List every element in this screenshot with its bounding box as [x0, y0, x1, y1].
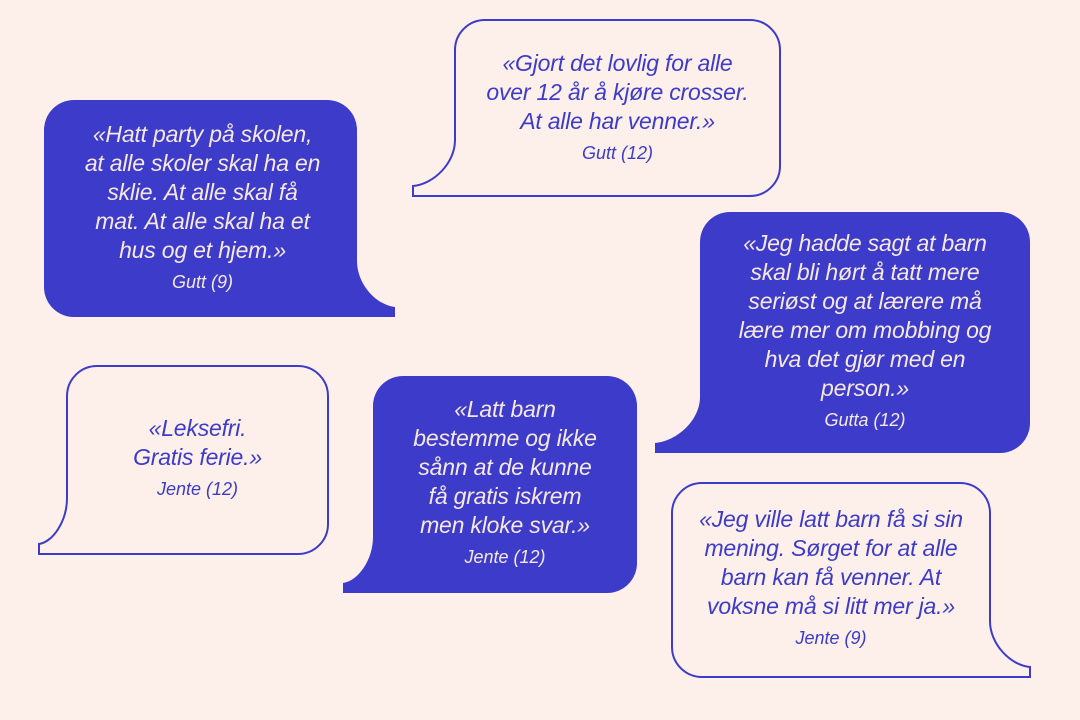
- speech-bubble-shape: [671, 482, 1031, 678]
- quote-text: «Leksefri. Gratis ferie.»: [133, 415, 262, 470]
- quote-text: «Latt barn bestemme og ikke sånn at de k…: [413, 396, 597, 538]
- quote-bubble-gutt-12: «Gjort det lovlig for alle over 12 år å …: [412, 19, 781, 197]
- quote-attribution: Jente (9): [795, 628, 867, 648]
- quote-bubble-jente-9: «Jeg ville latt barn få si sin mening. S…: [671, 482, 1031, 678]
- speech-bubble-shape: [655, 212, 1030, 453]
- quote-attribution: Gutt (9): [171, 272, 233, 292]
- quote-text: «Gjort det lovlig for alle over 12 år å …: [486, 49, 749, 134]
- quote-attribution: Jente (12): [156, 479, 239, 499]
- quote-attribution: Gutt (12): [581, 142, 654, 163]
- quote-bubble-gutta-12: «Jeg hadde sagt at barn skal bli hørt å …: [655, 212, 1030, 453]
- quote-text: «Jeg hadde sagt at barn skal bli hørt å …: [738, 229, 992, 401]
- quote-text: «Jeg ville latt barn få si sin mening. S…: [699, 506, 963, 619]
- quote-bubble-jente-12-leksefri: «Leksefri. Gratis ferie.» Jente (12): [38, 365, 329, 555]
- speech-bubble-shape: [343, 376, 637, 593]
- speech-bubble-shape: [44, 100, 395, 317]
- quote-attribution: Jente (12): [464, 547, 546, 567]
- quote-text: «Hatt party på skolen, at alle skoler sk…: [84, 121, 321, 263]
- quote-bubble-jente-12-latt-barn: «Latt barn bestemme og ikke sånn at de k…: [343, 376, 637, 593]
- quote-bubble-gutt-9: «Hatt party på skolen, at alle skoler sk…: [44, 100, 395, 317]
- speech-bubble-shape: [412, 19, 781, 197]
- quote-attribution: Gutta (12): [824, 409, 906, 430]
- speech-bubble-shape: [38, 365, 329, 555]
